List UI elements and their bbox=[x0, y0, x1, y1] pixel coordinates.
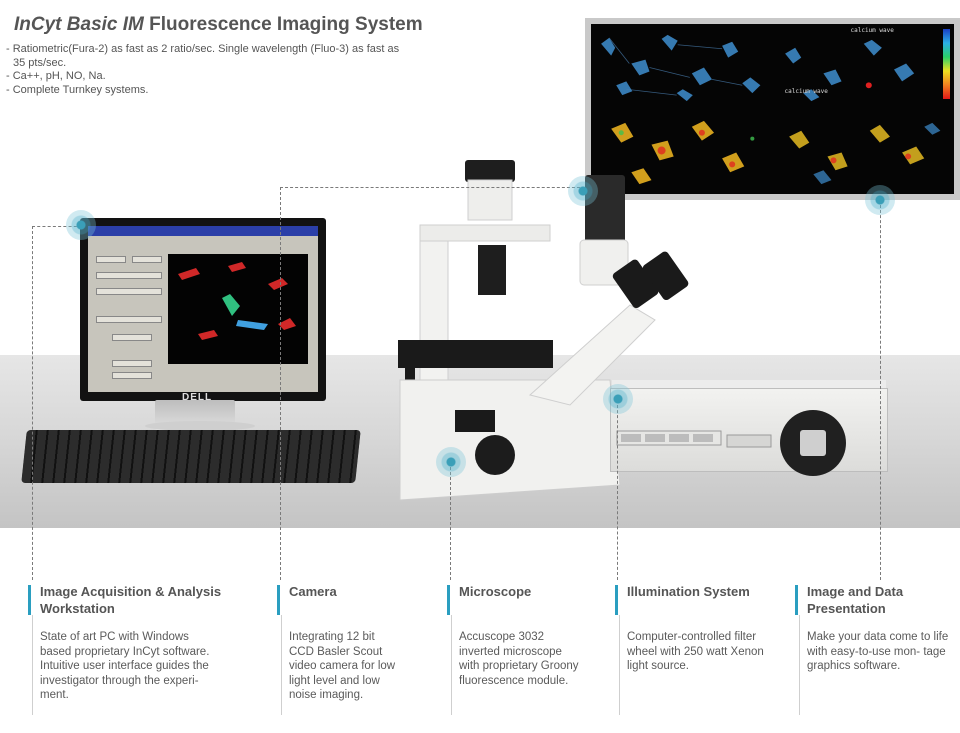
fluorescence-montage: calcium wave calcium wave bbox=[585, 18, 960, 200]
keyboard bbox=[21, 430, 361, 483]
caption-text: Integrating 12 bit CCD Basler Scout vide… bbox=[289, 631, 396, 702]
leader-line bbox=[617, 400, 618, 580]
caption-accent bbox=[615, 585, 618, 615]
caption-accent bbox=[28, 585, 31, 615]
caption-text: State of art PC with Windows based propr… bbox=[40, 631, 210, 702]
monitor-brand: DELL bbox=[182, 392, 213, 403]
panel-label: calcium wave bbox=[784, 88, 828, 95]
colorbar bbox=[943, 29, 950, 99]
page-title: InCyt Basic IM Fluorescence Imaging Syst… bbox=[14, 14, 423, 36]
caption-text: Make your data come to life with easy-to… bbox=[807, 631, 949, 673]
hotspot-microscope[interactable] bbox=[436, 447, 466, 477]
feature-item: - Ratiometric(Fura-2) as fast as 2 ratio… bbox=[6, 43, 400, 69]
monitor-base bbox=[145, 421, 255, 431]
montage-image-1 bbox=[591, 24, 773, 109]
hotspot-presentation[interactable] bbox=[865, 185, 895, 215]
software-screenshot bbox=[88, 226, 318, 392]
feature-item: - Complete Turnkey systems. bbox=[6, 83, 149, 96]
montage-image-4 bbox=[773, 109, 955, 194]
caption-accent bbox=[447, 585, 450, 615]
filter-wheel bbox=[780, 410, 846, 476]
caption-heading: Image Acquisition & Analysis Workstation bbox=[40, 584, 222, 616]
caption-text: Accuscope 3032 inverted microscope with … bbox=[459, 631, 579, 687]
montage-image-2: calcium wave calcium wave bbox=[773, 24, 955, 109]
montage-image-3 bbox=[591, 109, 773, 194]
feature-item: - Ca++, pH, NO, Na. bbox=[6, 70, 106, 82]
panel-label: calcium wave bbox=[850, 27, 894, 34]
caption-heading: Microscope bbox=[459, 584, 532, 599]
hotspot-illumination[interactable] bbox=[603, 384, 633, 414]
title-rest: Fluorescence Imaging System bbox=[143, 14, 423, 35]
caption-accent bbox=[277, 585, 280, 615]
leader-line bbox=[32, 226, 82, 227]
caption-heading: Image and Data Presentation bbox=[807, 584, 904, 616]
cell-image bbox=[168, 254, 308, 364]
leader-line bbox=[880, 200, 881, 580]
caption-heading: Camera bbox=[289, 584, 337, 599]
caption-accent bbox=[795, 585, 798, 615]
illumination-box bbox=[610, 388, 888, 472]
leader-line bbox=[280, 187, 585, 188]
leader-line bbox=[280, 187, 281, 580]
workstation-monitor bbox=[80, 218, 326, 401]
leader-line bbox=[450, 462, 451, 580]
hotspot-camera[interactable] bbox=[568, 176, 598, 206]
hotspot-workstation[interactable] bbox=[66, 210, 96, 240]
caption-text: Computer-controlled filter wheel with 25… bbox=[627, 631, 764, 673]
title-product: InCyt Basic IM bbox=[14, 14, 144, 35]
leader-line bbox=[32, 226, 33, 580]
feature-list: - Ratiometric(Fura-2) as fast as 2 ratio… bbox=[6, 43, 406, 97]
caption-heading: Illumination System bbox=[627, 584, 750, 599]
